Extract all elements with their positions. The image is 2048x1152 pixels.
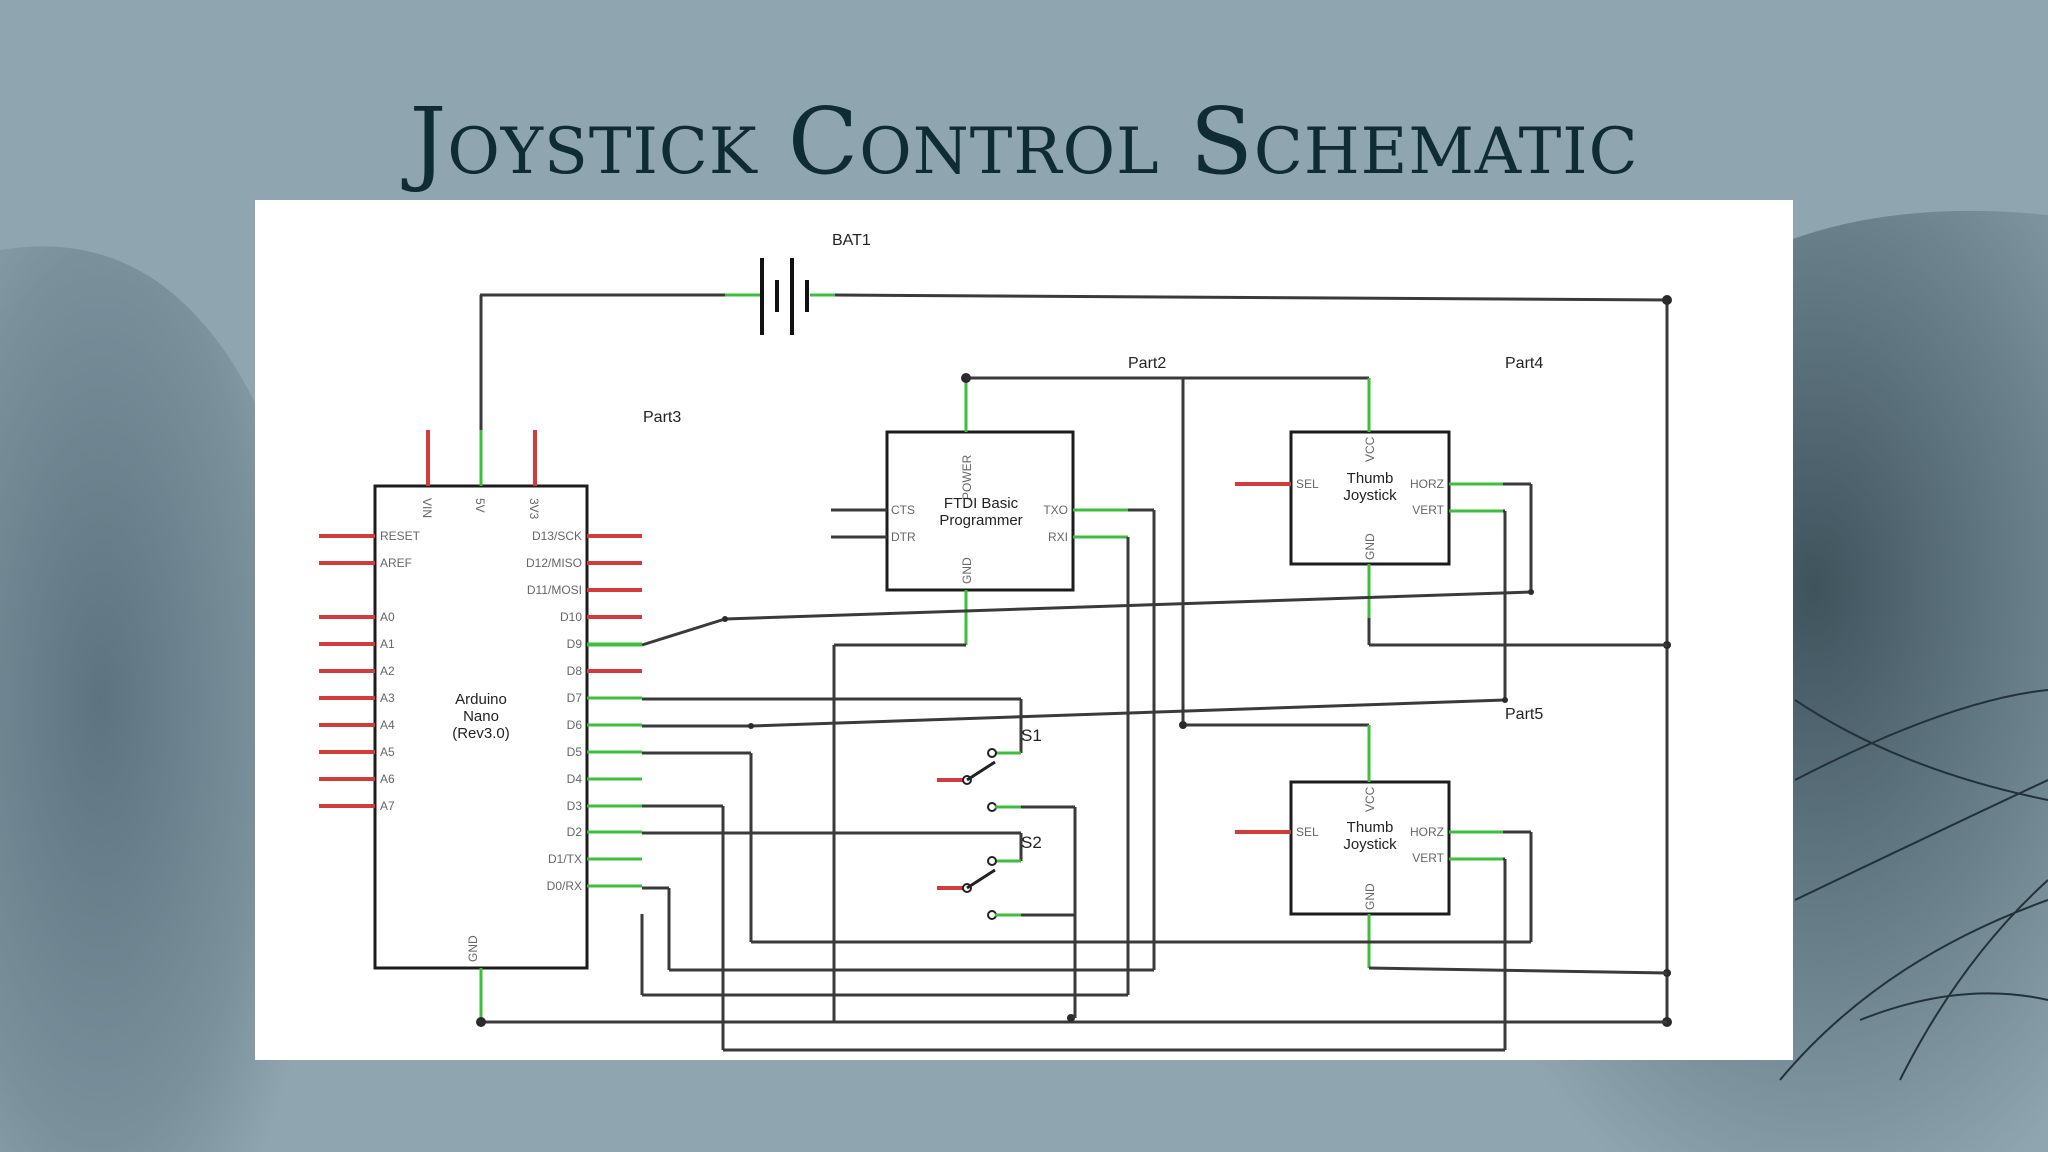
arduino-pin-label: D1/TX bbox=[548, 852, 582, 866]
right-blob-shape bbox=[1464, 210, 2048, 1152]
svg-text:VERT: VERT bbox=[1412, 851, 1444, 865]
svg-text:Programmer: Programmer bbox=[939, 512, 1022, 529]
svg-text:RXI: RXI bbox=[1048, 530, 1068, 544]
svg-text:TXO: TXO bbox=[1043, 503, 1068, 517]
arduino-pin-label: A6 bbox=[380, 772, 395, 786]
arduino-pin-label: A1 bbox=[380, 637, 395, 651]
svg-text:GND: GND bbox=[1363, 533, 1377, 560]
svg-text:Thumb: Thumb bbox=[1347, 470, 1394, 487]
part5-label: Part5 bbox=[1505, 706, 1543, 723]
svg-text:VCC: VCC bbox=[1363, 436, 1377, 462]
svg-text:SEL: SEL bbox=[1296, 825, 1319, 839]
arduino-pin-label: D0/RX bbox=[547, 879, 582, 893]
switch-s1 bbox=[642, 697, 1077, 1018]
arduino-pin-label: A4 bbox=[380, 718, 395, 732]
bat1-label: BAT1 bbox=[832, 232, 871, 249]
s2-label: S2 bbox=[1021, 833, 1042, 852]
arduino-pin-label: D6 bbox=[567, 718, 583, 732]
arduino-pin-label: D7 bbox=[567, 691, 583, 705]
svg-text:Thumb: Thumb bbox=[1347, 819, 1394, 836]
arduino-pin-label: A0 bbox=[380, 610, 395, 624]
svg-text:POWER: POWER bbox=[960, 454, 974, 500]
arduino-pin-label: A5 bbox=[380, 745, 395, 759]
battery-symbol bbox=[480, 258, 1668, 335]
arduino-pin-label: AREF bbox=[380, 556, 412, 570]
arduino-pin-label: D5 bbox=[567, 745, 583, 759]
part2-label: Part2 bbox=[1128, 355, 1166, 372]
svg-text:SEL: SEL bbox=[1296, 477, 1319, 491]
svg-text:CTS: CTS bbox=[891, 503, 915, 517]
arduino-pin-label: D11/MOSI bbox=[527, 583, 582, 597]
switch-s2 bbox=[642, 831, 1075, 920]
part3-label: Part3 bbox=[643, 409, 681, 426]
svg-text:FTDI Basic: FTDI Basic bbox=[944, 495, 1019, 512]
arduino-pin-label: D13/SCK bbox=[532, 529, 582, 543]
arduino-pin-label: A2 bbox=[380, 664, 395, 678]
arduino-right-pins: D13/SCK D12/MISO D11/MOSI D10D9D8D7D6D5D4D3… bbox=[526, 529, 642, 893]
svg-text:Joystick: Joystick bbox=[1343, 836, 1397, 853]
svg-text:HORZ: HORZ bbox=[1410, 477, 1444, 491]
svg-text:Nano: Nano bbox=[463, 708, 499, 725]
arduino-pin-label: RESET bbox=[380, 529, 421, 543]
svg-text:GND: GND bbox=[1363, 883, 1377, 910]
decorative-lines bbox=[1779, 689, 2048, 1081]
left-blob-shape bbox=[0, 246, 336, 1152]
arduino-pin-label: A3 bbox=[380, 691, 395, 705]
arduino-pin-label: D12/MISO bbox=[526, 556, 582, 570]
svg-text:HORZ: HORZ bbox=[1410, 825, 1444, 839]
svg-text:GND: GND bbox=[466, 935, 480, 962]
svg-text:(Rev3.0): (Rev3.0) bbox=[452, 725, 510, 742]
arduino-pin-label: D4 bbox=[567, 772, 583, 786]
arduino-pin-label: D3 bbox=[567, 799, 583, 813]
svg-text:VIN: VIN bbox=[420, 498, 434, 518]
schematic-diagram: BAT1 Part3 VIN 5V 3V3 RESETAREFA0A1A2A3A… bbox=[319, 232, 1672, 1052]
part4-label: Part4 bbox=[1505, 355, 1543, 372]
arduino-pin-label: D9 bbox=[567, 637, 583, 651]
svg-text:VCC: VCC bbox=[1363, 786, 1377, 812]
svg-text:VERT: VERT bbox=[1412, 503, 1444, 517]
svg-text:Joystick: Joystick bbox=[1343, 487, 1397, 504]
svg-text:Arduino: Arduino bbox=[455, 691, 507, 708]
arduino-pin-label: D2 bbox=[567, 825, 583, 839]
arduino-pin-label: A7 bbox=[380, 799, 395, 813]
arduino-pin-label: D10 bbox=[560, 610, 582, 624]
arduino-pin-label: D8 bbox=[567, 664, 583, 678]
svg-text:3V3: 3V3 bbox=[527, 498, 541, 520]
svg-text:GND: GND bbox=[960, 557, 974, 584]
s1-label: S1 bbox=[1021, 726, 1042, 745]
svg-text:DTR: DTR bbox=[891, 530, 916, 544]
slide-title: Joystick Control Schematic bbox=[409, 88, 1639, 195]
svg-text:5V: 5V bbox=[473, 498, 487, 513]
